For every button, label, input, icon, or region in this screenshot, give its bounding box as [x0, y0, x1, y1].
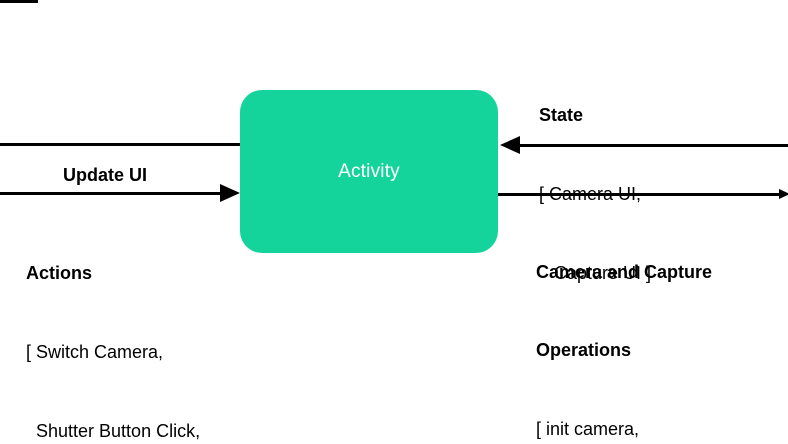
activity-node-label: Activity [338, 161, 400, 182]
edge-line-actions [0, 192, 222, 195]
activity-node: Activity [240, 90, 498, 253]
arrow-head-state-left [500, 136, 520, 154]
edge-line-operations [498, 193, 781, 196]
edge-label-operations: Camera and Capture Operations [ init cam… [536, 207, 712, 444]
edge-label-actions-header: Actions [26, 262, 93, 283]
arrow-head-actions-right [220, 184, 240, 202]
edge-label-actions: Actions [ Switch Camera, Shutter Button … [26, 208, 244, 444]
clipped-edge-stub [0, 0, 38, 3]
arrow-head-operations-right [779, 189, 788, 199]
edge-line-state [518, 144, 788, 147]
edge-label-operations-item: [ init camera, [536, 419, 640, 440]
edge-label-state-item: Capture UI ] [539, 263, 652, 284]
edge-label-state-header: State [539, 104, 584, 125]
edge-label-update-ui-header: Update UI [63, 164, 148, 185]
edge-label-update-ui: Update UI [63, 110, 147, 241]
edge-label-operations-header-line2: Operations [536, 340, 632, 360]
edge-line-update-ui [0, 143, 240, 146]
edge-label-actions-item: [ Switch Camera, [26, 342, 164, 362]
edge-label-actions-item: Shutter Button Click, [26, 421, 201, 442]
edge-label-operations-header-line1: Camera and Capture [536, 261, 713, 282]
